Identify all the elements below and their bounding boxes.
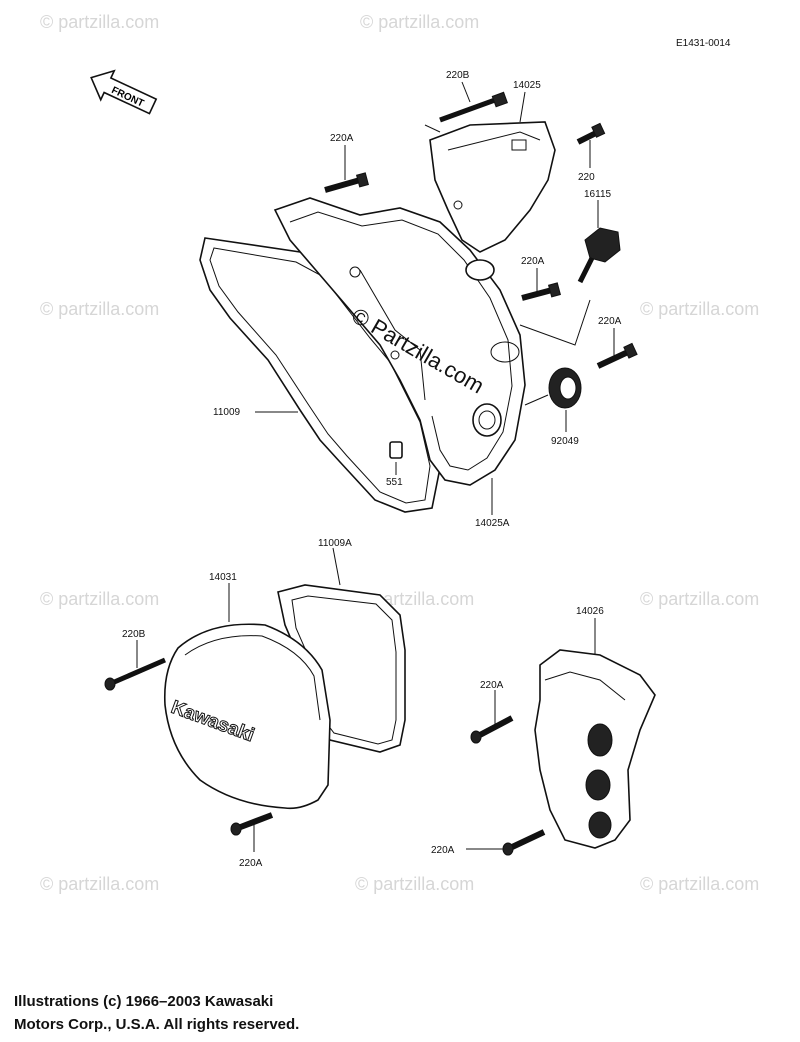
cover-14031-rim [184,635,321,721]
watermark: © partzilla.com [640,589,759,609]
copyright-line-2: Motors Corp., U.S.A. All rights reserved… [14,1016,300,1033]
cover-boss [490,341,520,363]
watermark: © partzilla.com [40,874,159,894]
watermark-layer: © partzilla.com © partzilla.com © partzi… [40,12,759,894]
parts-diagram: © partzilla.com © partzilla.com © partzi… [40,12,759,894]
label-14031: 14031 [209,572,237,583]
label-220A: 220A [239,858,263,869]
seal-bore-inner [478,410,496,430]
label-220B: 220B [122,629,146,640]
copyright-notice: Illustrations (c) 1966–2003 Kawasaki Mot… [14,990,299,1036]
cover-14025-rib [447,131,541,151]
oil-seal-92049 [548,367,582,409]
label-220A: 220A [521,256,545,267]
label-220A: 220A [598,316,622,327]
generator-cover-14031 [163,623,331,810]
watermark: © partzilla.com [40,589,159,609]
leader [461,81,471,103]
label-220A: 220A [480,680,504,691]
label-92049: 92049 [551,436,579,447]
gasket-11009-inner [209,247,431,504]
bolt-hole [453,200,463,210]
bolt-220 [576,122,606,145]
bolt-220A-top [324,172,369,193]
bolt-220A-bottom [230,812,274,836]
bolt-220A-right [596,342,638,369]
label-11009A: 11009A [318,538,352,549]
label-14025: 14025 [513,80,541,91]
leader [424,124,441,133]
dowel-pin-551 [389,441,403,459]
label-220: 220 [578,172,595,183]
cover-rib [359,269,426,401]
oil-filler-boss [465,259,495,281]
watermark: © partzilla.com [355,874,474,894]
leader [332,547,341,586]
bolt-220B-left [104,657,166,691]
label-16115: 16115 [584,189,612,200]
label-11009: 11009 [213,407,241,418]
leader [519,299,591,346]
watermark: © partzilla.com [40,12,159,32]
label-220A: 220A [431,845,455,856]
label-220A: 220A [330,133,354,144]
sprocket-cover-14025 [429,121,556,253]
watermark: © partzilla.com [40,299,159,319]
label-551: 551 [386,477,403,488]
label-220B: 220B [446,70,470,81]
bolt-220A-lowmid [470,715,514,744]
bolt-hole [390,350,400,360]
leader [519,91,526,123]
label-14026: 14026 [576,606,604,617]
cover-14026-hole [585,769,611,801]
bolt-220A-bottomright [502,829,546,856]
cover-14026-rib [544,671,626,701]
bolt-hole [349,266,361,278]
cover-14026-hole [588,811,612,839]
watermark: © partzilla.com [360,12,479,32]
leader [524,394,549,406]
seal-bore [472,403,502,437]
copyright-line-1: Illustrations (c) 1966–2003 Kawasaki [14,993,274,1010]
cover-14026-hole [587,723,613,757]
watermark: © partzilla.com [640,299,759,319]
bolt-220A-mid [521,282,561,301]
bolt-220B-top [439,91,508,123]
watermark: © partzilla.com [640,874,759,894]
ref-code: E1431-0014 [676,38,731,49]
cover-14025A-rim [289,211,513,471]
oil-filler-cap-16115 [577,227,621,284]
cover-14025-tab [511,139,527,151]
front-arrow-icon: FRONT [90,69,158,115]
label-14025A: 14025A [475,518,510,529]
crankcase-cover-14025A [273,197,526,486]
